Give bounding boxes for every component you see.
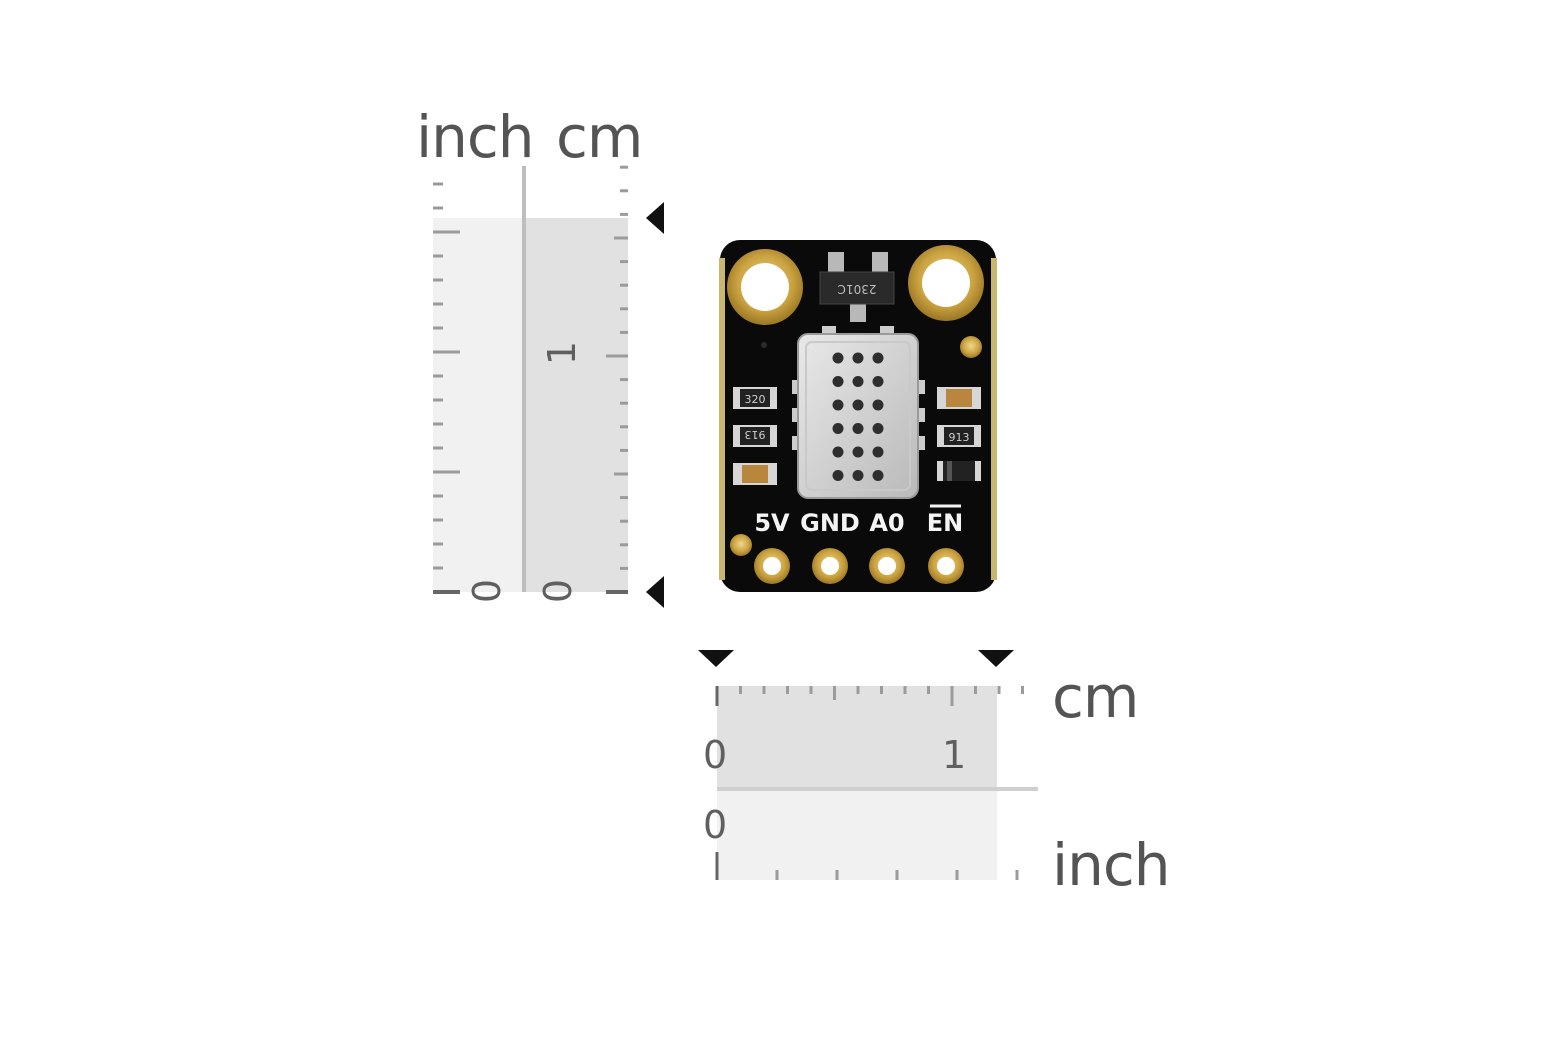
cm-band bbox=[523, 218, 628, 592]
transistor-marking: 2301C bbox=[838, 282, 877, 296]
vent-hole bbox=[832, 446, 844, 458]
capacitor-right bbox=[937, 387, 981, 409]
resistor-right: 913 bbox=[937, 425, 981, 447]
top-marker-icon bbox=[646, 202, 664, 234]
header-pad-hole bbox=[878, 557, 896, 575]
mounting-hole-left bbox=[727, 249, 803, 325]
header-pad-hole bbox=[763, 557, 781, 575]
horizontal-cm-one: 1 bbox=[942, 733, 967, 777]
vent-hole bbox=[872, 470, 884, 481]
horizontal-ruler-cm-label: cm bbox=[1052, 663, 1139, 731]
resistor-left-1-marking: 320 bbox=[745, 393, 766, 406]
horizontal-ruler-inch-label: inch bbox=[1052, 831, 1171, 899]
capacitor-left bbox=[733, 463, 777, 485]
vertical-ruler-ticks bbox=[433, 165, 628, 594]
vent-hole bbox=[832, 470, 844, 481]
vent-hole bbox=[852, 423, 864, 434]
vertical-ruler-cm-label: cm bbox=[556, 103, 643, 171]
right-marker-icon bbox=[978, 650, 1014, 667]
vent-hole bbox=[852, 376, 864, 387]
vent-hole bbox=[872, 446, 884, 458]
header-pads bbox=[754, 548, 964, 584]
horizontal-ruler-ticks bbox=[715, 686, 1024, 880]
fiducial-bottom-left bbox=[730, 534, 752, 556]
transistor-sot23: 2301C bbox=[819, 252, 895, 322]
gas-sensor-shield bbox=[792, 326, 925, 499]
resistor-right-marking: 913 bbox=[949, 431, 970, 444]
vent-hole bbox=[852, 352, 864, 364]
vent-hole bbox=[872, 423, 884, 434]
resistor-left-1: 320 bbox=[733, 387, 777, 409]
resistor-left-2-marking: 913 bbox=[745, 428, 766, 441]
header-pad-hole bbox=[821, 557, 839, 575]
resistor-left-2: 913 bbox=[733, 425, 777, 447]
via bbox=[761, 342, 767, 348]
bottom-marker-icon bbox=[646, 576, 664, 608]
fiducial-top-right bbox=[960, 336, 982, 358]
mounting-hole-right bbox=[908, 245, 984, 321]
pin-label-en: EN bbox=[927, 509, 963, 537]
horizontal-inch-zero: 0 bbox=[703, 803, 728, 847]
vent-hole bbox=[832, 376, 844, 387]
vent-hole bbox=[852, 446, 864, 458]
left-marker-icon bbox=[698, 650, 734, 667]
vent-hole bbox=[852, 470, 864, 481]
vent-hole bbox=[872, 399, 884, 411]
pin-label-a0: A0 bbox=[869, 509, 904, 537]
vent-hole bbox=[852, 399, 864, 411]
pin-label-gnd: GND bbox=[800, 509, 860, 537]
shield-vent-holes bbox=[832, 352, 884, 481]
h-inch-band bbox=[717, 790, 997, 880]
vertical-ruler-inch-label: inch bbox=[416, 103, 535, 171]
vent-hole bbox=[832, 423, 844, 434]
vent-hole bbox=[832, 352, 844, 364]
h-cm-band bbox=[717, 686, 997, 788]
vent-hole bbox=[872, 352, 884, 364]
inch-band bbox=[433, 218, 523, 592]
pcb-edge-right bbox=[991, 258, 997, 580]
diode-right bbox=[937, 461, 981, 481]
pin-label-5v: 5V bbox=[754, 509, 790, 537]
pcb-edge-left bbox=[719, 258, 725, 580]
horizontal-cm-zero: 0 bbox=[703, 733, 728, 777]
vent-hole bbox=[872, 376, 884, 387]
header-pad-hole bbox=[937, 557, 955, 575]
vent-hole bbox=[832, 399, 844, 411]
